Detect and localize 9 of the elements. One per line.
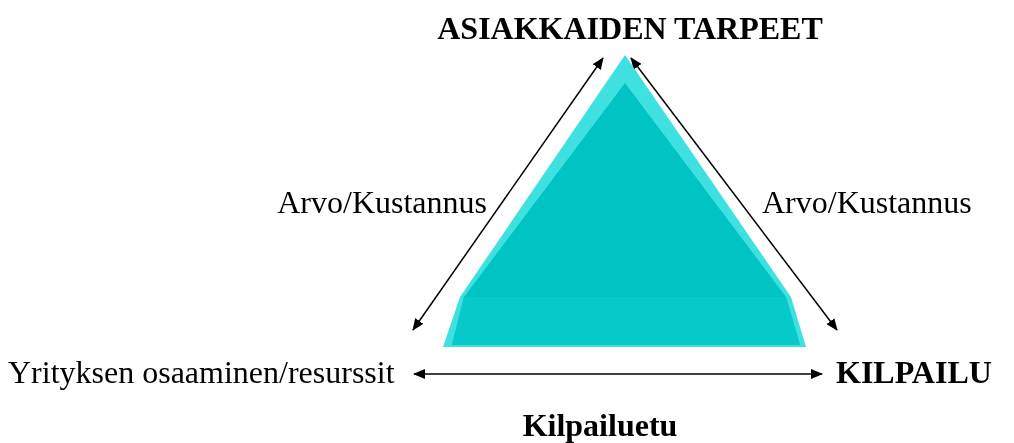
double-arrow — [630, 57, 838, 331]
caption-label: Kilpailuetu — [521, 409, 679, 441]
node-label: ASIAKKAIDEN TARPEET — [436, 12, 824, 44]
edge-label: Arvo/Kustannus — [276, 186, 487, 218]
double-arrow — [412, 57, 604, 331]
node-label: KILPAILU — [836, 356, 992, 388]
double-arrow — [413, 369, 823, 379]
edge-label: Arvo/Kustannus — [762, 186, 973, 218]
node-label: Yrityksen osaaminen/resurssit — [8, 356, 395, 388]
